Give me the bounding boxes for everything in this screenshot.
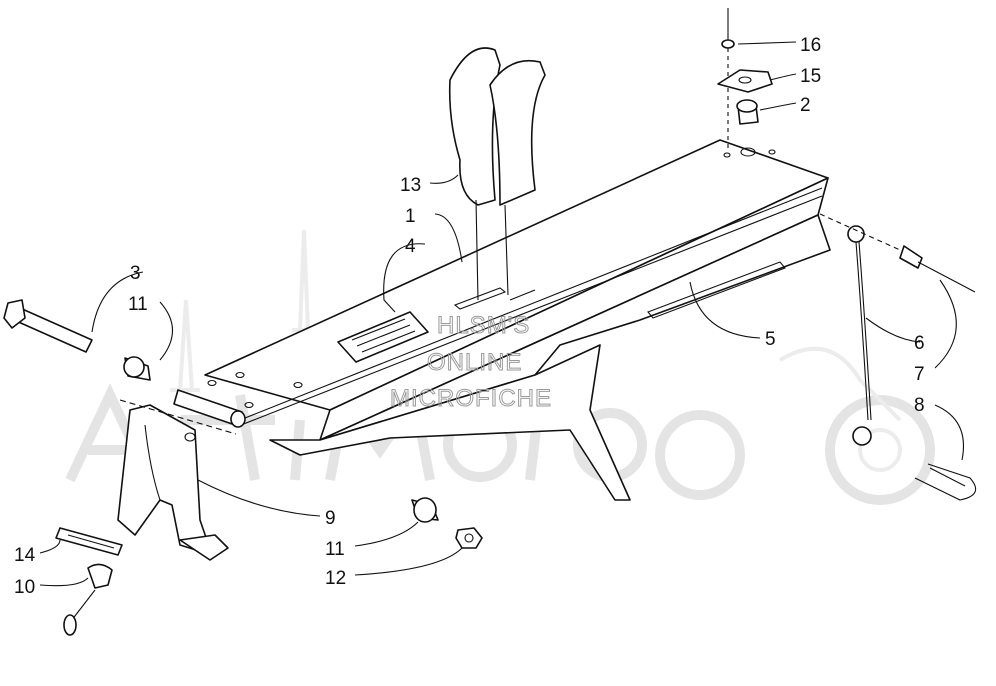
rivet-10 [63,563,113,636]
callout-7: 7 [914,364,925,385]
callout-8: 8 [914,395,925,416]
callout-11-bottom: 11 [325,539,345,560]
callout-4: 4 [405,236,416,257]
callout-11-top: 11 [128,294,148,315]
pedal-pad [448,47,546,301]
nut-12 [455,527,483,549]
callout-3: 3 [130,263,141,284]
callout-10: 10 [14,577,35,598]
callout-16: 16 [800,35,821,56]
callout-13: 13 [400,175,421,196]
strap-plate [55,527,123,556]
watermark-line-3: MICROFICHE [390,385,552,412]
pivot-bracket [3,299,246,561]
watermark-text: HLSM'S ONLINE MICROFICHE [390,312,552,413]
callout-15: 15 [800,66,821,87]
callout-1: 1 [405,206,416,227]
watermark-line-2: ONLINE [427,349,522,376]
callout-6: 6 [914,333,925,354]
plate-15 [717,69,773,93]
callout-14: 14 [14,545,36,566]
bushing-2 [736,99,759,125]
tether-cable [819,213,976,446]
bushing-11-lower [411,497,439,523]
callout-labels: 16 15 2 13 1 4 3 11 5 6 7 8 9 11 12 14 1… [14,35,925,598]
leader-lines [39,41,964,587]
clip-8 [914,463,977,501]
watermark-line-1: HLSM'S [437,312,530,339]
frame-assembly [204,139,831,501]
callout-2: 2 [800,95,811,116]
callout-5: 5 [765,329,776,350]
callout-9: 9 [325,508,336,529]
callout-12: 12 [325,568,346,589]
pin-16 [721,8,735,148]
